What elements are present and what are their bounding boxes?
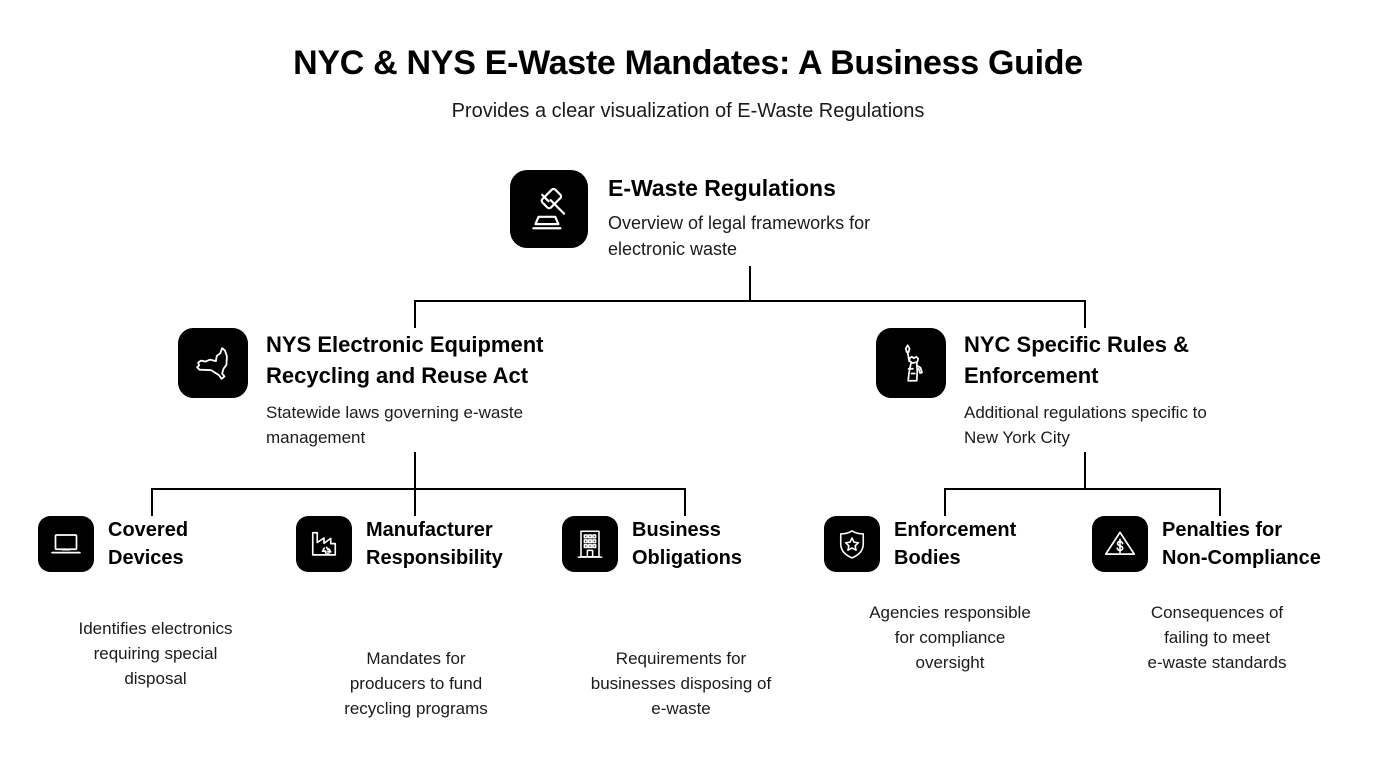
node-text: Enforcement Bodies: [894, 516, 1016, 572]
connector-nys-bar: [151, 488, 685, 490]
statue-of-liberty-icon: [876, 328, 946, 398]
node-title: Penalties for Non-Compliance: [1162, 519, 1321, 569]
node-title: Enforcement Bodies: [894, 519, 1017, 569]
connector-root-bar: [414, 300, 1086, 302]
warning-dollar-icon: [1092, 516, 1148, 572]
node-covered-devices[interactable]: Covered Devices Identifies electronics r…: [38, 516, 273, 691]
new-york-state-map-icon: [178, 328, 248, 398]
node-description: Additional regulations specific to New Y…: [964, 403, 1207, 447]
laptop-icon: [38, 516, 94, 572]
connector-nyc-bar: [944, 488, 1220, 490]
office-building-icon: [562, 516, 618, 572]
node-e-waste-regulations[interactable]: E-Waste Regulations Overview of legal fr…: [510, 170, 870, 262]
police-badge-icon: [824, 516, 880, 572]
node-header: Penalties for Non-Compliance: [1092, 516, 1342, 572]
node-description: Mandates for producers to fund recycling…: [344, 649, 488, 718]
node-title: E-Waste Regulations: [608, 175, 836, 201]
node-title: Covered Devices: [108, 519, 189, 569]
node-description: Consequences of failing to meet e-waste …: [1147, 603, 1287, 672]
connector-root-to-nyc: [1084, 300, 1086, 328]
factory-recycling-icon: [296, 516, 352, 572]
connector-nyc-stem: [1084, 452, 1086, 490]
node-header: NYS Electronic Equipment Recycling and R…: [178, 328, 544, 450]
page-subtitle: Provides a clear visualization of E-Wast…: [451, 100, 925, 122]
node-description: Agencies responsible for compliance over…: [869, 603, 1031, 672]
node-penalties-non-compliance[interactable]: Penalties for Non-Compliance Consequence…: [1092, 516, 1342, 675]
page-title: NYC & NYS E-Waste Mandates: A Business G…: [293, 44, 1083, 82]
connector-nyc-to-penalties: [1219, 488, 1221, 516]
node-title: NYC Specific Rules & Enforcement: [964, 332, 1189, 388]
connector-nys-to-covered: [151, 488, 153, 516]
connector-root-to-nys: [414, 300, 416, 328]
node-description: Identifies electronics requiring special…: [78, 619, 233, 688]
gavel-icon: [510, 170, 588, 248]
node-header: Business Obligations: [562, 516, 800, 572]
node-header: E-Waste Regulations Overview of legal fr…: [510, 170, 870, 262]
node-text: Covered Devices: [108, 516, 188, 572]
node-title: Manufacturer Responsibility: [366, 519, 503, 569]
node-nyc-specific-rules[interactable]: NYC Specific Rules & Enforcement Additio…: [876, 328, 1207, 450]
node-description: Overview of legal frameworks for electro…: [608, 213, 871, 259]
node-nys-recycling-act[interactable]: NYS Electronic Equipment Recycling and R…: [178, 328, 544, 450]
node-text: E-Waste Regulations Overview of legal fr…: [608, 170, 870, 262]
node-enforcement-bodies[interactable]: Enforcement Bodies Agencies responsible …: [824, 516, 1076, 675]
node-title: Business Obligations: [632, 519, 742, 569]
connector-nys-to-business: [684, 488, 686, 516]
node-manufacturer-responsibility[interactable]: Manufacturer Responsibility Mandates for…: [296, 516, 536, 721]
node-title: NYS Electronic Equipment Recycling and R…: [266, 332, 544, 388]
node-text: Manufacturer Responsibility: [366, 516, 503, 572]
node-header: NYC Specific Rules & Enforcement Additio…: [876, 328, 1207, 450]
node-header: Enforcement Bodies: [824, 516, 1076, 572]
node-text: Business Obligations: [632, 516, 742, 572]
node-description: Requirements for businesses disposing of…: [590, 649, 772, 718]
connector-root-stem: [749, 266, 751, 302]
node-header: Covered Devices: [38, 516, 273, 572]
node-text: NYC Specific Rules & Enforcement Additio…: [964, 328, 1207, 450]
node-description: Statewide laws governing e-waste managem…: [266, 403, 524, 447]
node-text: Penalties for Non-Compliance: [1162, 516, 1321, 572]
node-header: Manufacturer Responsibility: [296, 516, 536, 572]
node-business-obligations[interactable]: Business Obligations Requirements for bu…: [562, 516, 800, 721]
connector-nys-stem: [414, 452, 416, 490]
node-text: NYS Electronic Equipment Recycling and R…: [266, 328, 544, 450]
connector-nyc-to-enforcement: [944, 488, 946, 516]
connector-nys-to-manufacturer: [414, 488, 416, 516]
